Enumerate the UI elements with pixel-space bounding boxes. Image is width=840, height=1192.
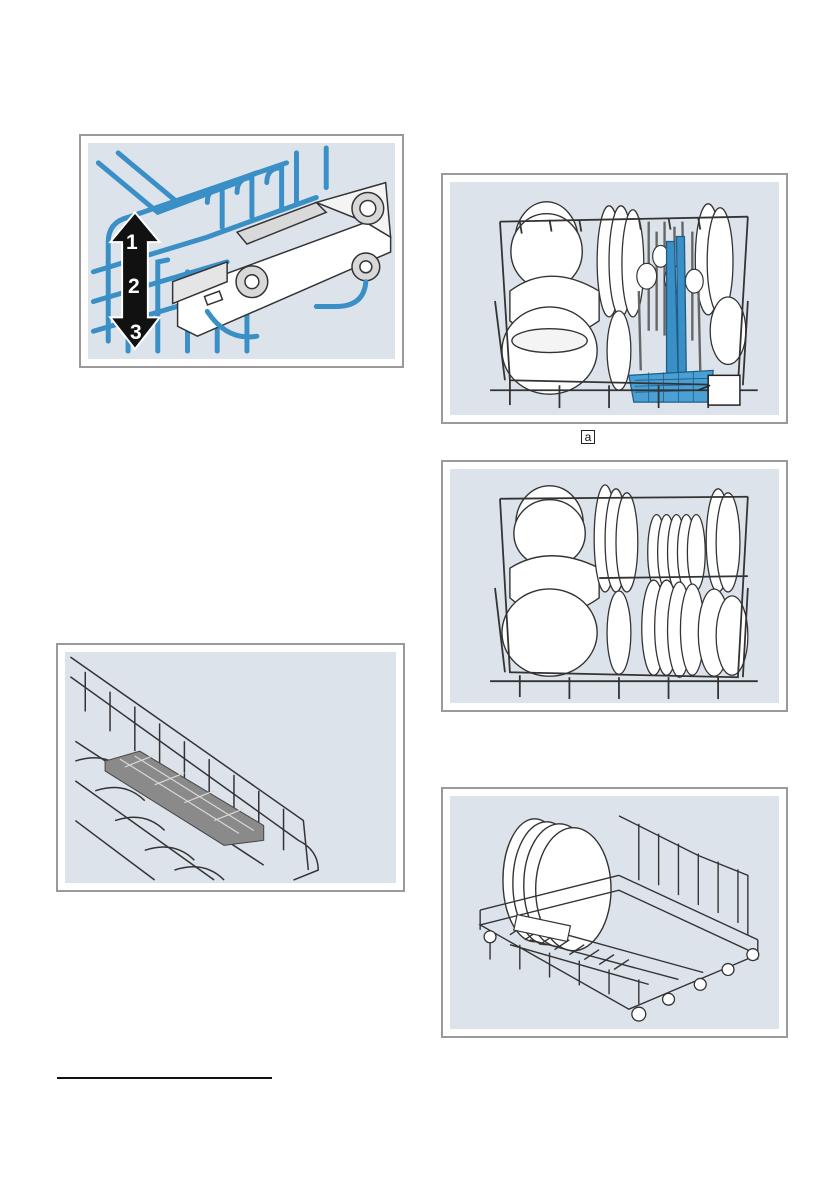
rack-level-2: 2 xyxy=(128,275,140,299)
figure-cutlery-basket xyxy=(441,173,788,424)
upper-basket-cutlery-illustration xyxy=(450,182,779,415)
footnote-rule xyxy=(57,1077,272,1079)
rack-level-3: 3 xyxy=(130,321,142,345)
figure-lower-basket xyxy=(441,787,788,1038)
fold-down-insert-illustration xyxy=(65,652,396,883)
figure-fold-down-insert xyxy=(56,643,405,892)
lower-basket-illustration xyxy=(450,796,779,1029)
figure-upper-basket-plates xyxy=(441,460,788,712)
callout-label-a: a xyxy=(581,430,595,444)
figure-rack-height-adjustment: 1 2 3 xyxy=(79,134,404,368)
upper-basket-plates-illustration xyxy=(450,469,779,703)
rack-level-1: 1 xyxy=(126,231,138,255)
